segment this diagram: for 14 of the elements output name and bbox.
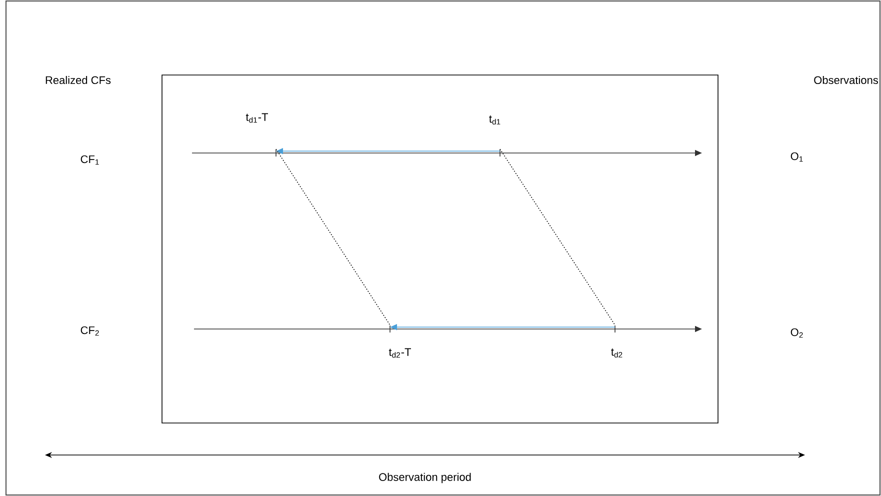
text-label: CF$_{1}$ xyxy=(80,155,99,165)
tick-label: t$_{d2}$-T xyxy=(388,348,411,358)
text-label: Observation period xyxy=(379,472,471,484)
dotted-line xyxy=(276,148,390,326)
tick-label: t$_{d1}$ xyxy=(489,116,500,124)
text-label: O$_{2}$ xyxy=(790,328,803,338)
text-label: Realized CFs xyxy=(46,76,111,84)
text-label: O$_{1}$ xyxy=(790,152,803,162)
tick-mark xyxy=(614,325,616,333)
text-label: CF$_{2}$ xyxy=(80,326,99,336)
text-label: Observations xyxy=(814,76,878,84)
dotted-line xyxy=(500,148,616,326)
tick-label: t$_{d1}$-T xyxy=(246,113,268,123)
tick-label: t$_{d2}$ xyxy=(611,348,622,358)
